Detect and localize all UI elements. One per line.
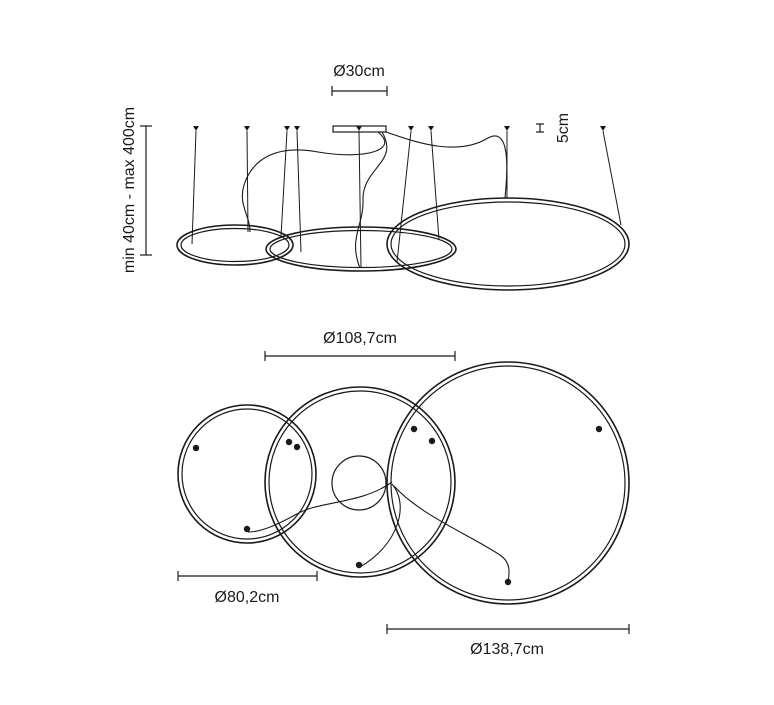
- side-view: Ø30cm 5cm min 40cm - max 400cm: [121, 63, 630, 291]
- suspension-range-dimension: min 40cm - max 400cm: [121, 107, 152, 273]
- attachment-point: [504, 578, 512, 586]
- attachment-point: [428, 437, 436, 445]
- wire-anchor: [356, 126, 362, 269]
- ring-medium-diameter-dimension: Ø108,7cm: [264, 330, 456, 361]
- wire-anchor: [600, 126, 622, 226]
- ring-small-diameter-dimension: Ø80,2cm: [177, 571, 318, 606]
- suspension-wires: [191, 126, 622, 269]
- wire-anchor: [244, 126, 250, 233]
- attachment-point: [410, 425, 418, 433]
- canopy-height-label: 5cm: [555, 113, 572, 143]
- attachment-point: [243, 525, 251, 533]
- ring-medium-diameter-label: Ø108,7cm: [323, 330, 397, 347]
- rings-side: [176, 197, 630, 291]
- wire-anchor: [280, 126, 290, 237]
- canopy-diameter-label: Ø30cm: [333, 63, 385, 80]
- ring-large-top: [386, 361, 630, 605]
- ring-large-diameter-dimension: Ø138,7cm: [386, 624, 630, 658]
- attachment-point: [595, 425, 603, 433]
- wire-anchor: [396, 126, 414, 263]
- ring-large-side: [386, 197, 630, 291]
- ring-large-diameter-label: Ø138,7cm: [470, 641, 544, 658]
- power-cables-side: [241, 131, 508, 269]
- canopy-height-dimension: 5cm: [536, 113, 572, 143]
- canopy-diameter-dimension: Ø30cm: [331, 63, 388, 96]
- attachment-point: [293, 443, 301, 451]
- wire-anchor: [191, 126, 199, 245]
- attachment-point: [355, 561, 363, 569]
- canopy-top-view: [331, 455, 387, 511]
- power-cables-top: [247, 481, 510, 584]
- ring-small-top: [177, 404, 317, 544]
- attachment-point: [192, 444, 200, 452]
- suspension-range-label: min 40cm - max 400cm: [121, 107, 138, 273]
- top-view: Ø108,7cm: [177, 330, 630, 658]
- attachment-points: [192, 425, 603, 586]
- attachment-point: [285, 438, 293, 446]
- wire-anchor: [428, 126, 440, 241]
- ring-medium-top: [264, 386, 456, 578]
- ring-small-diameter-label: Ø80,2cm: [215, 589, 280, 606]
- ring-medium-side: [265, 226, 457, 272]
- ring-small-side: [176, 224, 294, 266]
